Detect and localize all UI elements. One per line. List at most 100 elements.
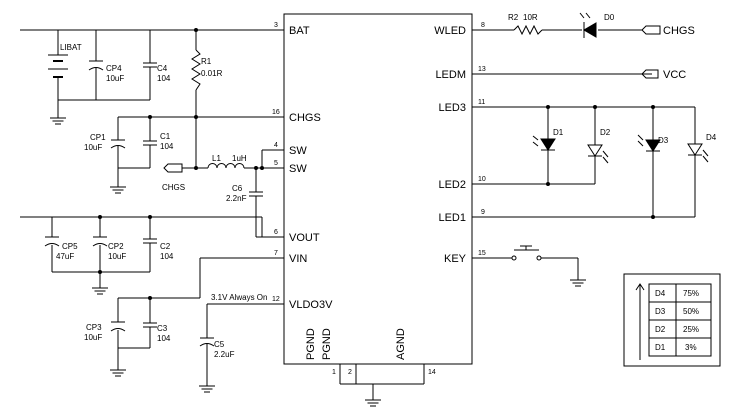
- c5-value: 2.2uF: [214, 350, 235, 359]
- table-row-led: D4: [655, 289, 666, 298]
- brightness-table-frame: [623, 273, 721, 367]
- cp3-capacitor-icon: [110, 321, 126, 332]
- table-row-led: D1: [655, 343, 666, 352]
- cp3-value: 10uF: [84, 333, 102, 342]
- c2-name: C2: [160, 242, 171, 251]
- chgs-net-tag-right: [641, 25, 661, 35]
- pin-name-sw-b: SW: [289, 163, 307, 175]
- junction-dot: [254, 166, 258, 170]
- junction-dot: [98, 270, 102, 274]
- d0-led-icon: [579, 12, 597, 38]
- d3-led-icon: [637, 134, 661, 152]
- r2-value: 10R: [523, 13, 538, 22]
- pin-num-vout: 6: [274, 229, 278, 236]
- vldo-wires: [199, 304, 215, 393]
- pin-num-wled: 8: [481, 22, 485, 29]
- r2-resistor-icon: [513, 24, 543, 36]
- vcc-net-label: VCC: [663, 69, 686, 81]
- ic-right-pin-wires: [472, 29, 695, 259]
- pin-num-bat: 3: [274, 22, 278, 29]
- pin-name-pgnd-a: PGND: [305, 328, 317, 360]
- c4-capacitor-icon: [143, 62, 157, 68]
- pin-name-vldo: VLDO3V: [289, 299, 333, 311]
- c6-name: C6: [232, 184, 243, 193]
- d1-led-icon: [532, 135, 556, 151]
- pin-num-sw-b: 5: [274, 160, 278, 167]
- table-row-pct: 25%: [683, 325, 699, 334]
- battery-section-wires: [50, 30, 151, 125]
- junction-dot: [651, 215, 655, 219]
- junction-dot: [148, 115, 152, 119]
- l1-inductor-icon: [207, 163, 245, 169]
- pin-name-vout: VOUT: [289, 232, 320, 244]
- pin-num-led3: 11: [478, 99, 485, 106]
- junction-dot: [194, 28, 198, 32]
- table-row-led: D3: [655, 307, 666, 316]
- c5-capacitor-icon: [199, 337, 215, 347]
- cp2-value: 10uF: [108, 252, 126, 261]
- pin-num-led1: 9: [481, 209, 485, 216]
- table-row-pct: 75%: [683, 289, 699, 298]
- pin-num-chgs: 16: [272, 109, 280, 116]
- l1-value: 1uH: [232, 154, 247, 163]
- chgs-net-label-left: CHGS: [162, 183, 185, 192]
- pin-num-pgnd-a: 1: [332, 369, 336, 376]
- d1-label: D1: [553, 128, 564, 137]
- cp1-c1-wires: [110, 116, 196, 194]
- c4-name: C4: [157, 64, 168, 73]
- c4-value: 104: [157, 74, 171, 83]
- c3-name: C3: [157, 324, 168, 333]
- brightness-arrow-icon: [635, 283, 645, 360]
- r1-name: R1: [201, 57, 212, 66]
- chgs-net-label-right: CHGS: [663, 25, 695, 37]
- junction-dot: [260, 166, 264, 170]
- cp5-capacitor-icon: [44, 236, 60, 247]
- d2-label: D2: [600, 128, 611, 137]
- chgs-net-tag-left: [163, 163, 183, 173]
- c1-name: C1: [160, 132, 171, 141]
- d4-label: D4: [706, 133, 717, 142]
- cp4-name: CP4: [106, 64, 122, 73]
- c6-capacitor-icon: [249, 191, 263, 197]
- table-row-pct: 50%: [683, 307, 699, 316]
- c3-value: 104: [157, 334, 171, 343]
- pin-name-bat: BAT: [289, 25, 310, 37]
- vcc-net-tag: [641, 69, 659, 79]
- cp2-capacitor-icon: [92, 236, 108, 247]
- battery-icon: [48, 54, 68, 78]
- pin-name-pgnd-b: PGND: [321, 328, 333, 360]
- pin-name-agnd: AGND: [395, 328, 407, 360]
- brightness-table-grid: [648, 283, 712, 357]
- vin-caps-wires: [110, 258, 201, 377]
- pin-num-vin: 7: [274, 250, 278, 257]
- cp3-name: CP3: [86, 323, 102, 332]
- pin-name-sw-a: SW: [289, 145, 307, 157]
- ic-left-pin-wires: [20, 29, 284, 305]
- pin-name-chgs: CHGS: [289, 112, 321, 124]
- r2-name: R2: [508, 13, 519, 22]
- c3-capacitor-icon: [143, 322, 157, 328]
- c2-capacitor-icon: [143, 238, 157, 244]
- pin-name-wled: WLED: [434, 25, 466, 37]
- junction-dot: [593, 105, 597, 109]
- junction-dot: [148, 296, 152, 300]
- key-switch-wires: [541, 257, 586, 287]
- c2-value: 104: [160, 252, 174, 261]
- pin-name-key: KEY: [444, 253, 467, 265]
- cp4-value: 10uF: [106, 74, 124, 83]
- pin-name-led2: LED2: [438, 179, 466, 191]
- cp5-name: CP5: [62, 242, 78, 251]
- c6-value: 2.2nF: [226, 194, 247, 203]
- table-row-led: D2: [655, 325, 666, 334]
- pin-name-vin: VIN: [289, 253, 307, 265]
- ic-body: [283, 13, 473, 365]
- pin-num-ledm: 13: [478, 66, 486, 73]
- c1-value: 104: [160, 142, 174, 151]
- cp1-capacitor-icon: [110, 139, 126, 149]
- pin-name-ledm: LEDM: [435, 69, 466, 81]
- table-row-pct: 3%: [685, 343, 697, 352]
- d3-label: D3: [658, 136, 669, 145]
- cp5-value: 47uF: [56, 252, 74, 261]
- pin-num-pgnd-b: 2: [348, 369, 352, 376]
